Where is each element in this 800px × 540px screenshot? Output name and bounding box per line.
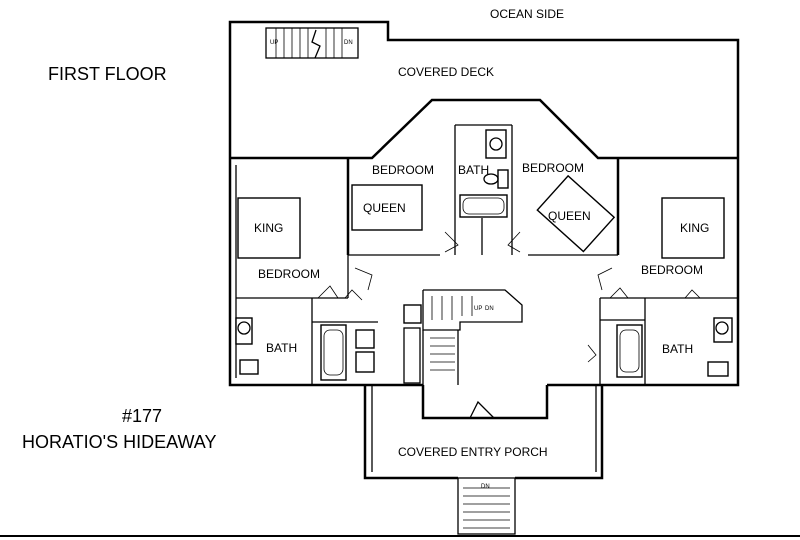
center-sink bbox=[485, 129, 507, 159]
deck-up-label: UP bbox=[270, 40, 278, 46]
left-tub bbox=[320, 324, 347, 381]
exterior-walls bbox=[228, 20, 740, 387]
entry-porch bbox=[363, 385, 604, 480]
interior-down-label: DN bbox=[485, 306, 494, 312]
left-bedroom-walls bbox=[236, 255, 378, 385]
center-rooms bbox=[348, 124, 618, 256]
house-number: #177 bbox=[122, 406, 162, 426]
laundry bbox=[355, 329, 375, 349]
bath-left-label: BATH bbox=[266, 341, 297, 355]
right-sink bbox=[713, 317, 733, 343]
bath-center-label: BATH bbox=[458, 163, 489, 177]
king-bed-left bbox=[237, 197, 301, 259]
king-bed-right bbox=[661, 197, 725, 259]
deck-down-label: DN bbox=[344, 40, 353, 46]
covered-deck-label: COVERED DECK bbox=[398, 65, 494, 79]
right-tub bbox=[616, 324, 643, 378]
interior-stairs: UP DN bbox=[403, 289, 523, 385]
porch-stairs: DN bbox=[457, 477, 516, 535]
house-name: HORATIO'S HIDEAWAY bbox=[22, 432, 216, 452]
queen-right-label: QUEEN bbox=[548, 209, 591, 223]
bedroom-center-right-label: BEDROOM bbox=[522, 161, 584, 175]
right-bedroom-walls bbox=[587, 267, 738, 385]
left-toilet bbox=[239, 359, 259, 375]
ocean-side-label: OCEAN SIDE bbox=[490, 7, 564, 21]
bedroom-center-left-label: BEDROOM bbox=[372, 163, 434, 177]
entry-porch-label: COVERED ENTRY PORCH bbox=[398, 445, 548, 459]
queen-left-label: QUEEN bbox=[363, 201, 406, 215]
interior-up-label: UP bbox=[474, 306, 482, 312]
porch-down-label: DN bbox=[481, 484, 490, 490]
center-toilet bbox=[497, 169, 509, 189]
queen-bed-left bbox=[351, 184, 423, 231]
deck-stairs: UP DN bbox=[265, 27, 359, 59]
king-right-label: KING bbox=[680, 221, 709, 235]
bedroom-left-label: BEDROOM bbox=[258, 267, 320, 281]
floor-title: FIRST FLOOR bbox=[48, 64, 167, 84]
center-tub bbox=[459, 194, 508, 218]
right-toilet bbox=[707, 361, 729, 377]
king-left-label: KING bbox=[254, 221, 283, 235]
bedroom-right-label: BEDROOM bbox=[641, 263, 703, 277]
queen-bed-right bbox=[536, 174, 616, 253]
bath-right-label: BATH bbox=[662, 342, 693, 356]
left-sink bbox=[235, 317, 253, 345]
